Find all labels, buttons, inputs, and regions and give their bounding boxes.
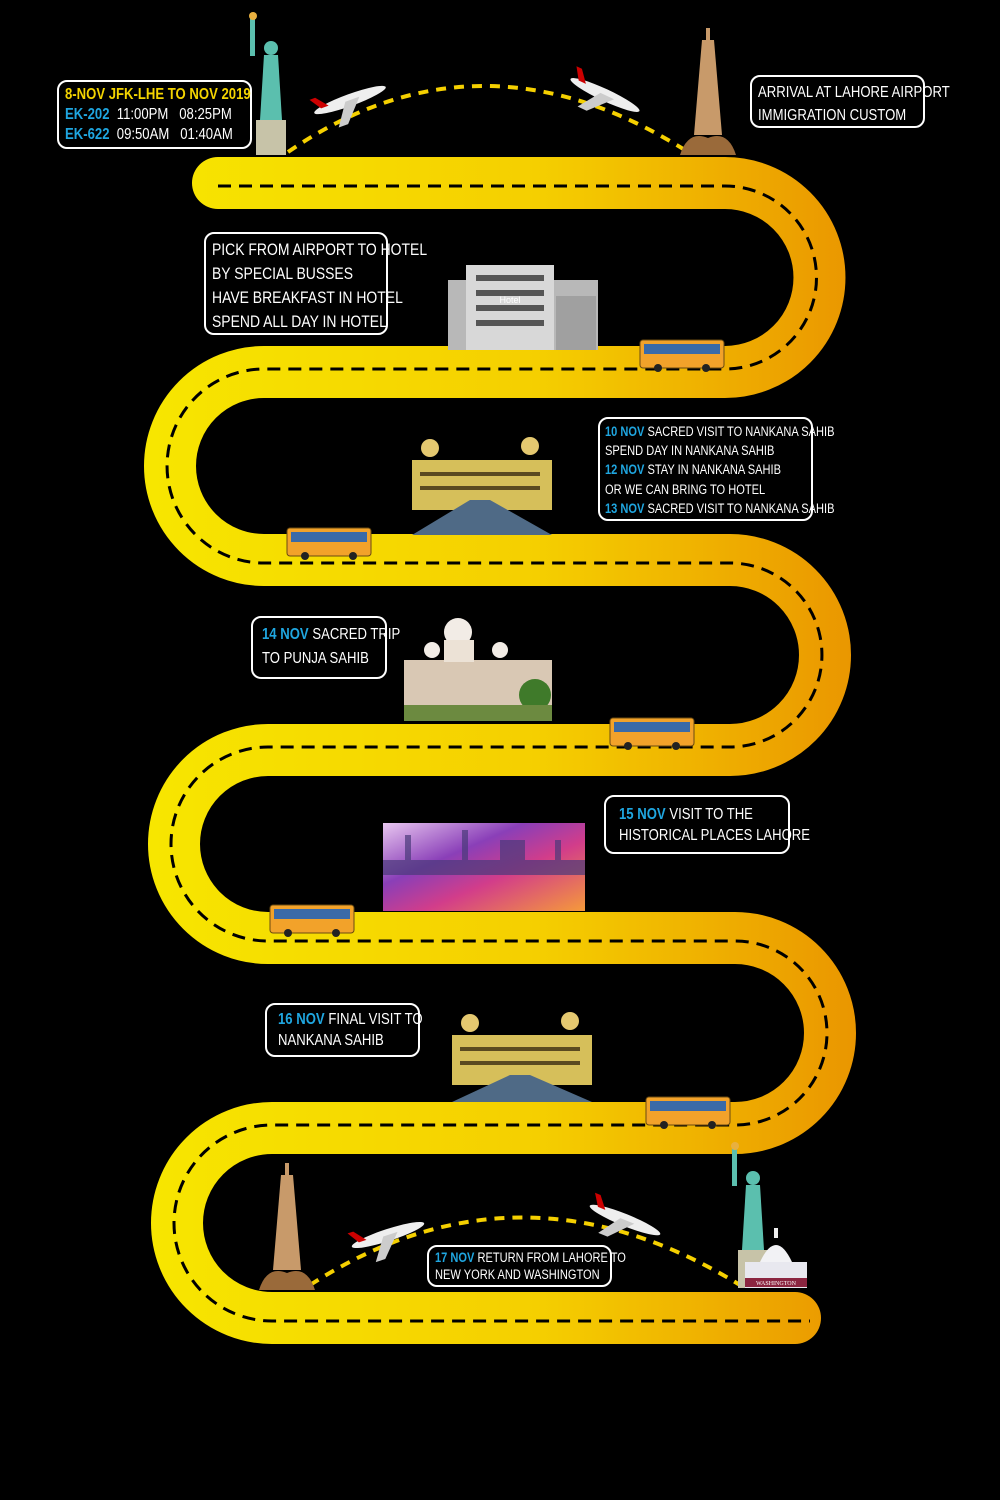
lahore-line: VISIT TO THE <box>665 806 753 823</box>
return-line: RETURN FROM LAHORE TO <box>474 1250 626 1265</box>
date-label: 17 NOV <box>435 1250 475 1265</box>
flight-departure-time: 09:50AM <box>116 126 170 143</box>
bus-icon <box>639 339 725 372</box>
final-line: NANKANA SAHIB <box>278 1032 384 1049</box>
road-center-dashes <box>165 184 829 1323</box>
departure-title: 8-NOV JFK-LHE TO NOV 2019 <box>65 86 251 103</box>
nankana-line: OR WE CAN BRING TO HOTEL <box>605 481 766 497</box>
flight-row: EK-622 09:50AM 01:40AM <box>65 125 233 145</box>
hotel-line: HAVE BREAKFAST IN HOTEL <box>212 288 403 307</box>
flight-code: EK-202 <box>65 106 110 123</box>
capitol-label: WASHINGTON <box>756 1281 797 1287</box>
date-label: 14 NOV <box>262 626 309 643</box>
nankana-box: 10 NOV SACRED VISIT TO NANKANA SAHIB SPE… <box>598 417 834 521</box>
gurdwara-nankana-sahib-image <box>412 437 552 535</box>
flight-row: EK-202 11:00PM 08:25PM <box>65 105 232 125</box>
nankana-line: SPEND DAY IN NANKANA SAHIB <box>605 443 775 459</box>
bus-icon <box>286 527 372 560</box>
hotel-line: SPEND ALL DAY IN HOTEL <box>212 312 387 331</box>
lahore-skyline-image <box>383 823 585 911</box>
airplane-icon <box>589 1192 661 1237</box>
nankana-line: SACRED VISIT TO NANKANA SAHIB <box>644 500 835 516</box>
flight-code: EK-622 <box>65 126 110 143</box>
arrival-box: ARRIVAL AT LAHORE AIRPORT IMMIGRATION CU… <box>750 75 950 128</box>
bus-icon <box>269 904 355 937</box>
date-label: 10 NOV <box>605 424 645 439</box>
arrival-line: IMMIGRATION CUSTOM <box>758 107 907 124</box>
date-label: 15 NOV <box>619 806 666 823</box>
final-line: FINAL VISIT TO <box>324 1011 423 1028</box>
capitol-building-icon: WASHINGTON <box>745 1228 807 1288</box>
minar-e-pakistan-icon <box>680 28 736 155</box>
date-label: 16 NOV <box>278 1011 325 1028</box>
hotel-line: BY SPECIAL BUSSES <box>212 264 354 283</box>
airplane-icon <box>570 66 640 112</box>
return-line: NEW YORK AND WASHINGTON <box>435 1267 600 1282</box>
flight-departure-time: 11:00PM <box>116 106 169 123</box>
punja-sahib-box: 14 NOV SACRED TRIP TO PUNJA SAHIB <box>251 616 400 679</box>
return-box: 17 NOV RETURN FROM LAHORE TO NEW YORK AN… <box>427 1245 626 1287</box>
airplane-icon <box>347 1221 425 1263</box>
lahore-box: 15 NOV VISIT TO THE HISTORICAL PLACES LA… <box>604 795 811 854</box>
gurdwara-nankana-sahib-image <box>452 1012 592 1102</box>
road <box>144 157 856 1344</box>
flight-arrival-time: 01:40AM <box>180 126 233 143</box>
date-label: 12 NOV <box>605 462 645 478</box>
bus-icon <box>645 1096 731 1129</box>
gurdwara-punja-sahib-image <box>404 618 552 721</box>
arrival-line: ARRIVAL AT LAHORE AIRPORT <box>758 84 950 101</box>
departure-flight-box: 8-NOV JFK-LHE TO NOV 2019 EK-202 11:00PM… <box>57 80 252 149</box>
nankana-line: STAY IN NANKANA SAHIB <box>644 462 781 478</box>
punja-line: SACRED TRIP <box>308 626 401 643</box>
hotel-box: PICK FROM AIRPORT TO HOTEL BY SPECIAL BU… <box>204 232 428 335</box>
date-label: 13 NOV <box>605 500 645 516</box>
minar-e-pakistan-icon <box>259 1163 315 1290</box>
lahore-line: HISTORICAL PLACES LAHORE <box>619 827 811 844</box>
airplane-icon <box>309 85 386 128</box>
punja-line: TO PUNJA SAHIB <box>262 650 369 667</box>
hotel-sign: Hotel <box>499 295 520 305</box>
statue-of-liberty-icon <box>249 12 286 155</box>
nankana-line: SACRED VISIT TO NANKANA SAHIB <box>644 424 835 439</box>
bus-icon <box>609 717 695 750</box>
final-visit-box: 16 NOV FINAL VISIT TO NANKANA SAHIB <box>265 1003 423 1057</box>
hotel-building-image: Hotel <box>448 265 598 350</box>
flight-arrival-time: 08:25PM <box>179 106 232 123</box>
hotel-line: PICK FROM AIRPORT TO HOTEL <box>212 240 428 259</box>
